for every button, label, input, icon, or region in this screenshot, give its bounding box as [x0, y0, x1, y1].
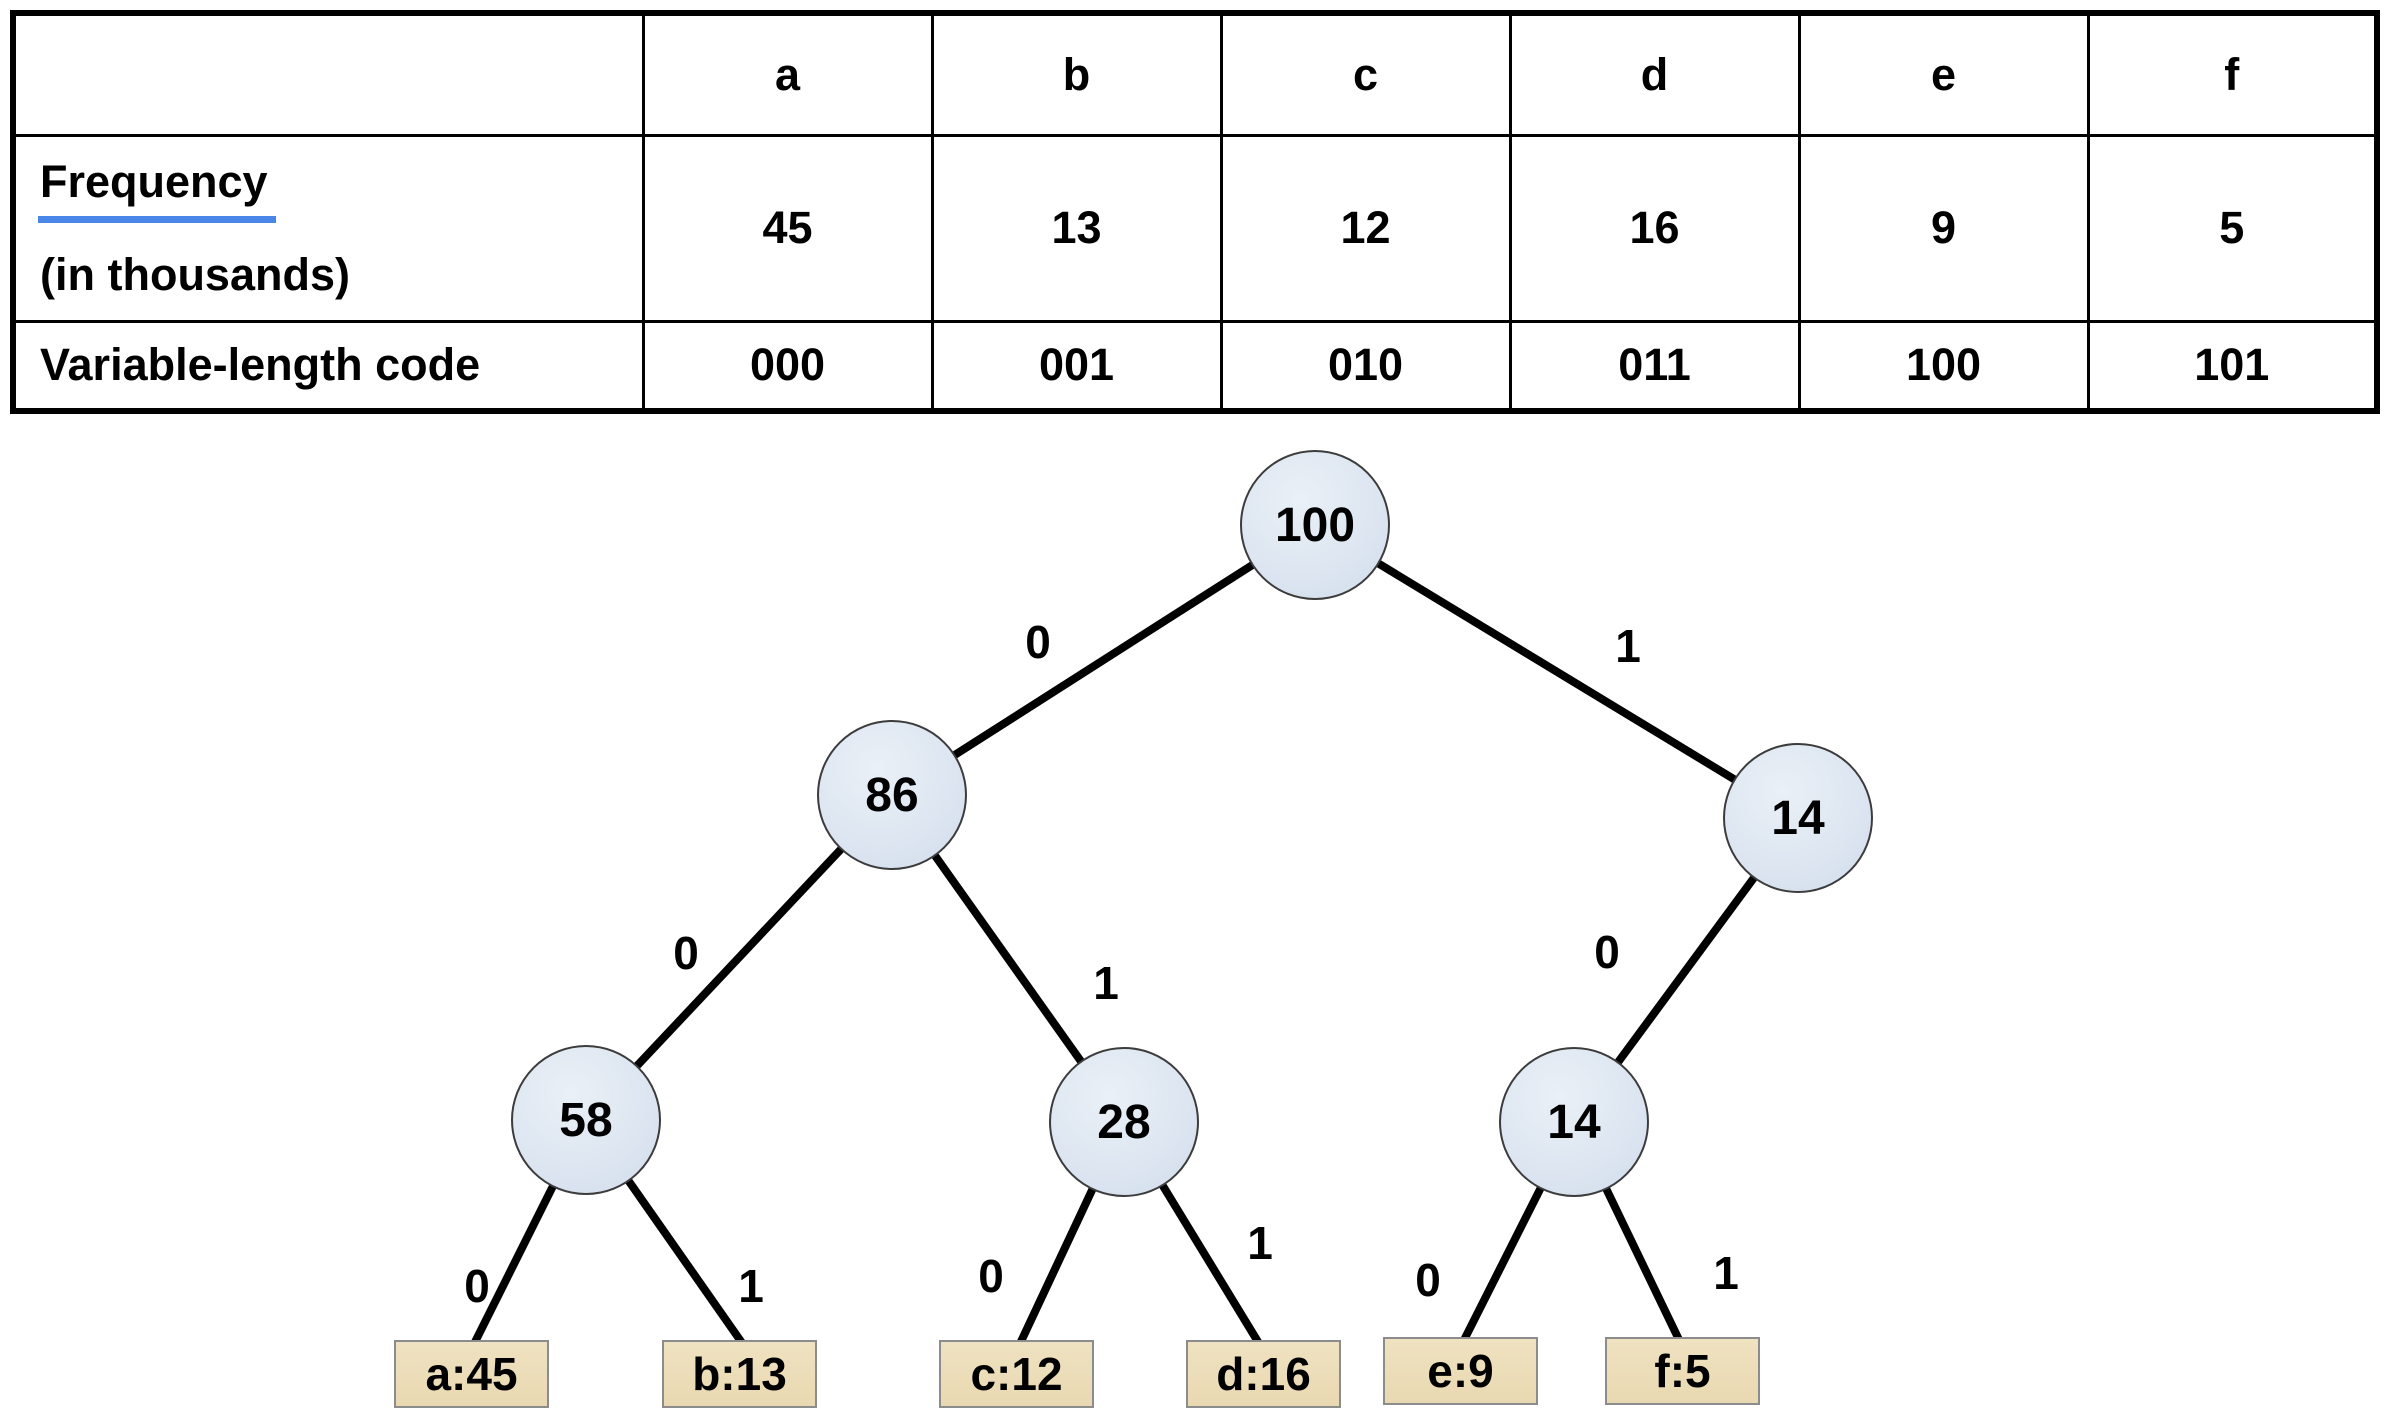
tree-leaf-b: b:13 [662, 1340, 817, 1408]
tree-leaf-f: f:5 [1605, 1337, 1760, 1405]
table-corner-cell [11, 11, 645, 137]
tree-node-28: 28 [1049, 1047, 1199, 1197]
edge-bit-28-c: 0 [978, 1250, 1004, 1302]
col-header-e: e [1797, 11, 2090, 137]
table-header-row: a b c d e f [11, 11, 2379, 137]
tree-node-86: 86 [817, 720, 967, 870]
frequency-label-sub: (in thousands) [40, 248, 350, 300]
edge-bit-86-58: 0 [673, 927, 699, 979]
code-row-label: Variable-length code [11, 319, 645, 413]
frequency-value-f: 5 [2086, 133, 2379, 323]
frequency-row-label: Frequency (in thousands) [11, 133, 645, 323]
tree-edge-100-86 [889, 521, 1318, 799]
col-header-f: f [2086, 11, 2379, 137]
col-header-d: d [1508, 11, 1801, 137]
tree-leaf-a: a:45 [394, 1340, 549, 1408]
code-value-d: 011 [1508, 319, 1801, 413]
frequency-value-d: 16 [1508, 133, 1801, 323]
code-value-e: 100 [1797, 319, 2090, 413]
tree-leaf-d: d:16 [1186, 1340, 1341, 1408]
code-value-b: 001 [930, 319, 1223, 413]
edge-bit-58-b: 1 [738, 1260, 764, 1312]
frequency-value-c: 12 [1219, 133, 1512, 323]
edge-bit-14b-e: 0 [1415, 1254, 1441, 1306]
col-header-b: b [930, 11, 1223, 137]
edge-bit-58-a: 0 [464, 1260, 490, 1312]
tree-node-root-100: 100 [1240, 450, 1390, 600]
edge-bit-86-28: 1 [1093, 957, 1119, 1009]
tree-node-14-inner: 14 [1499, 1047, 1649, 1197]
col-header-a: a [641, 11, 934, 137]
frequency-value-e: 9 [1797, 133, 2090, 323]
tree-edge-100-14 [1312, 521, 1801, 822]
frequency-label-title: Frequency [38, 156, 276, 223]
edge-bit-100-86: 0 [1025, 616, 1051, 668]
tree-node-58: 58 [511, 1045, 661, 1195]
frequency-value-a: 45 [641, 133, 934, 323]
tree-leaf-c: c:12 [939, 1340, 1094, 1408]
tree-leaf-e: e:9 [1383, 1337, 1538, 1405]
code-value-f: 101 [2086, 319, 2379, 413]
code-value-c: 010 [1219, 319, 1512, 413]
code-row: Variable-length code 000 001 010 011 100… [11, 319, 2379, 413]
frequency-value-b: 13 [930, 133, 1223, 323]
frequency-row: Frequency (in thousands) 45 13 12 16 9 5 [11, 133, 2379, 323]
code-value-a: 000 [641, 319, 934, 413]
edge-bit-14b-f: 1 [1713, 1247, 1739, 1299]
edge-bit-100-14: 1 [1615, 620, 1641, 672]
edge-bit-28-d: 1 [1247, 1217, 1273, 1269]
col-header-c: c [1219, 11, 1512, 137]
frequency-table: a b c d e f Frequency (in thousands) 45 … [10, 10, 2380, 414]
edge-bit-14-14b: 0 [1594, 926, 1620, 978]
tree-node-14-right: 14 [1723, 743, 1873, 893]
